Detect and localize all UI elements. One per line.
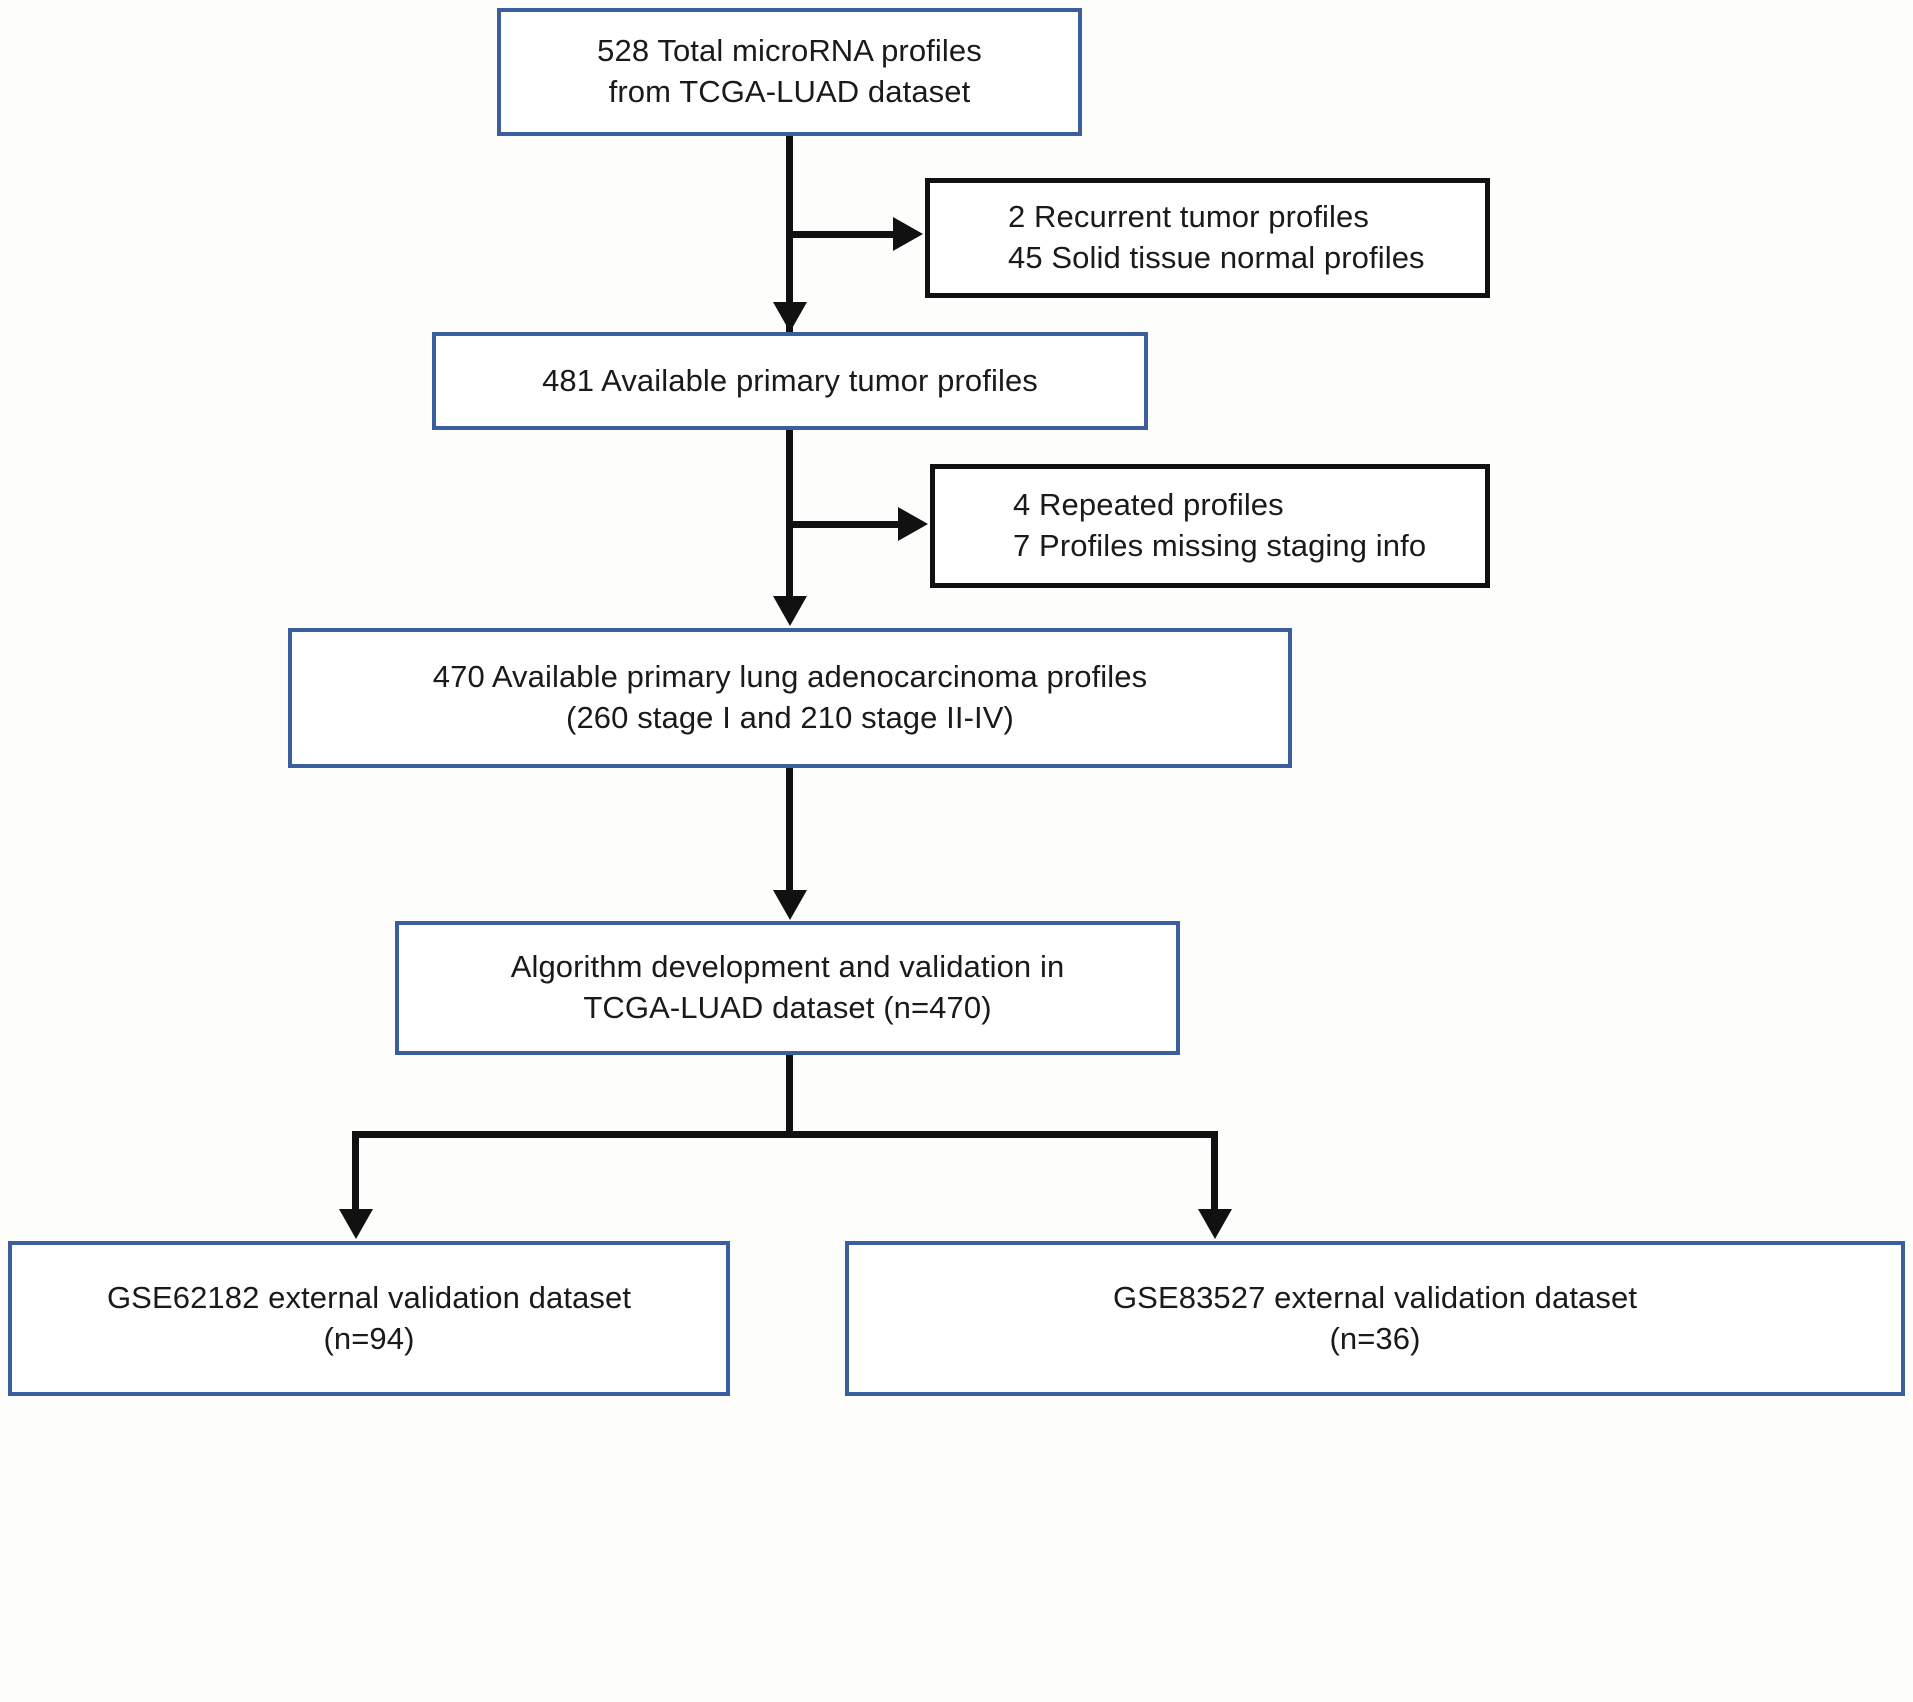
node-source: 528 Total microRNA profiles from TCGA-LU…	[497, 8, 1082, 136]
connector-primary-tumor-to-exclusion-2	[789, 521, 903, 528]
node-exclusion-2-line2: 7 Profiles missing staging info	[1013, 528, 1427, 563]
connector-source-to-exclusion-1	[789, 231, 899, 238]
connector-primary-tumor-trunk	[786, 430, 793, 602]
node-validation-gse62182-text: GSE62182 external validation dataset (n=…	[93, 1278, 645, 1360]
connector-branch-right	[1211, 1131, 1218, 1213]
arrowhead-luad-to-algorithm	[773, 890, 807, 920]
node-validation-gse83527-line2: (n=36)	[1329, 1320, 1421, 1356]
node-exclusion-2-line1: 4 Repeated profiles	[1013, 487, 1284, 523]
arrowhead-exclusion-2	[898, 507, 928, 541]
connector-branch-left	[352, 1131, 359, 1213]
node-source-line1: 528 Total microRNA profiles	[597, 33, 982, 69]
node-exclusion-2: 4 Repeated profiles 7 Profiles missing s…	[930, 464, 1490, 588]
node-exclusion-1-line1: 2 Recurrent tumor profiles	[1008, 199, 1369, 235]
node-primary-tumor-text: 481 Available primary tumor profiles	[528, 361, 1052, 402]
arrowhead-validation-gse83527	[1198, 1209, 1232, 1239]
arrowhead-primary-tumor-to-luad	[773, 596, 807, 626]
node-validation-gse62182-line2: (n=94)	[323, 1320, 415, 1356]
connector-algorithm-split-bar	[352, 1131, 1218, 1138]
connector-luad-to-algorithm	[786, 768, 793, 894]
node-exclusion-2-text: 4 Repeated profiles 7 Profiles missing s…	[935, 485, 1440, 567]
node-source-line2: from TCGA-LUAD dataset	[608, 74, 971, 109]
node-algorithm-line2: TCGA-LUAD dataset (n=470)	[583, 990, 992, 1025]
arrowhead-source-to-primary-tumor	[773, 302, 807, 332]
node-validation-gse83527-text: GSE83527 external validation dataset (n=…	[1099, 1278, 1651, 1360]
node-algorithm-text: Algorithm development and validation in …	[497, 947, 1079, 1029]
node-luad-profiles-text: 470 Available primary lung adenocarcinom…	[419, 657, 1161, 739]
node-validation-gse62182-line1: GSE62182 external validation dataset	[106, 1279, 632, 1315]
node-exclusion-1-text: 2 Recurrent tumor profiles 45 Solid tiss…	[930, 197, 1439, 279]
node-validation-gse83527-line1: GSE83527 external validation dataset	[1112, 1279, 1638, 1315]
node-primary-tumor-line1: 481 Available primary tumor profiles	[542, 362, 1038, 398]
node-validation-gse62182: GSE62182 external validation dataset (n=…	[8, 1241, 730, 1396]
node-validation-gse83527: GSE83527 external validation dataset (n=…	[845, 1241, 1905, 1396]
node-primary-tumor: 481 Available primary tumor profiles	[432, 332, 1148, 430]
node-algorithm: Algorithm development and validation in …	[395, 921, 1180, 1055]
node-luad-profiles: 470 Available primary lung adenocarcinom…	[288, 628, 1292, 768]
node-luad-profiles-line2: (260 stage I and 210 stage II-IV)	[566, 700, 1014, 735]
node-exclusion-1-line2: 45 Solid tissue normal profiles	[1008, 240, 1425, 275]
arrowhead-validation-gse62182	[339, 1209, 373, 1239]
node-source-text: 528 Total microRNA profiles from TCGA-LU…	[583, 31, 996, 113]
node-algorithm-line1: Algorithm development and validation in	[510, 949, 1065, 985]
arrowhead-exclusion-1	[893, 217, 923, 251]
node-luad-profiles-line1: 470 Available primary lung adenocarcinom…	[432, 659, 1148, 695]
connector-algorithm-stem	[786, 1055, 793, 1135]
node-exclusion-1: 2 Recurrent tumor profiles 45 Solid tiss…	[925, 178, 1490, 298]
